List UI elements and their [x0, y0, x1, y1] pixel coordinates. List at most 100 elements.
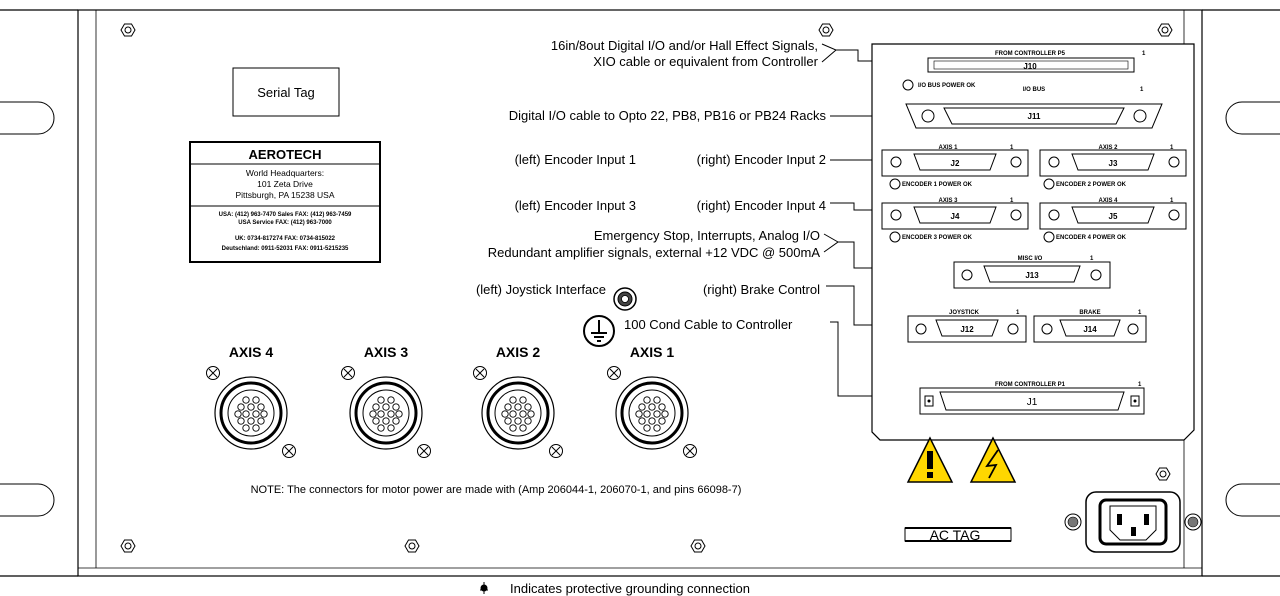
thumb-screw-icon: [607, 366, 621, 380]
connector-j1: FROM CONTROLLER P1 1 J1: [919, 382, 1145, 415]
pin: [527, 410, 535, 418]
pin: [643, 410, 651, 418]
company-address-2: Pittsburgh, PA 15238 USA: [235, 190, 334, 200]
j11-pin1: 1: [1140, 87, 1144, 93]
pin: [257, 403, 265, 411]
thumb-screw-icon: [473, 366, 487, 380]
pin: [638, 417, 646, 425]
j2-label: J2: [951, 159, 960, 168]
io-bus-power-ok: I/O BUS POWER OK: [918, 83, 976, 89]
connector-j3: AXIS 2 1 J3 ENCODER 2 POWER OK: [1039, 145, 1187, 190]
pin: [387, 396, 395, 404]
pin: [377, 424, 385, 432]
pin: [658, 403, 666, 411]
io-bus-label: I/O BUS: [1023, 87, 1045, 93]
j3-label: J3: [1109, 159, 1118, 168]
connector-j12: JOYSTICK 1 J12: [907, 310, 1027, 343]
motor-connectors: [206, 366, 697, 458]
thumb-screw-icon: [206, 366, 220, 380]
company-de: Deutschland: 0911-52031 FAX: 0911-521523…: [222, 246, 349, 252]
company-name: AEROTECH: [249, 147, 322, 162]
pin: [504, 403, 512, 411]
pin: [648, 403, 656, 411]
io-bus-led-icon: [902, 79, 914, 91]
led-icon: [1043, 178, 1055, 190]
pin: [382, 417, 390, 425]
pin: [504, 417, 512, 425]
led-icon: [889, 231, 901, 243]
joystick-round-connector: [613, 287, 637, 311]
motor-connector: [206, 366, 296, 458]
callout-enc1: (left) Encoder Input 1: [515, 152, 636, 167]
j4-label: J4: [951, 212, 960, 221]
callout-redundant: Redundant amplifier signals, external +1…: [488, 245, 821, 260]
company-uk: UK: 0734-817274 FAX: 0734-815022: [235, 236, 336, 242]
ac-power-inlet: [1064, 491, 1202, 553]
j2-pin1: 1: [1010, 145, 1014, 151]
thumb-screw-icon: [683, 444, 697, 458]
motor-connector: [473, 366, 563, 458]
callout-digital-io-2: XIO cable or equivalent from Controller: [593, 54, 818, 69]
enc3-power-ok: ENCODER 3 POWER OK: [902, 235, 973, 241]
pin: [638, 403, 646, 411]
pin: [524, 417, 532, 425]
j13-pin1: 1: [1090, 256, 1094, 262]
connector-j11: I/O BUS POWER OK I/O BUS 1 J11: [902, 79, 1163, 129]
thumb-screw-icon: [417, 444, 431, 458]
pin: [372, 417, 380, 425]
pin: [252, 396, 260, 404]
pin: [382, 403, 390, 411]
callout-joystick: (left) Joystick Interface: [476, 282, 606, 297]
led-icon: [1043, 231, 1055, 243]
j14-header: BRAKE: [1079, 310, 1100, 316]
j1-header: FROM CONTROLLER P1: [995, 382, 1066, 388]
j4-axis-label: AXIS 3: [938, 198, 958, 204]
motor-axis-labels: AXIS 4 AXIS 3 AXIS 2 AXIS 1: [229, 344, 675, 360]
pin: [635, 410, 643, 418]
j5-axis-label: AXIS 4: [1098, 198, 1118, 204]
pin: [658, 417, 666, 425]
company-usa-1: USA: (412) 963-7470 Sales FAX: (412) 963…: [219, 212, 352, 218]
ground-marker-icon: [480, 582, 488, 594]
inlet-screw-icon: [1064, 513, 1082, 531]
warning-icon: [906, 436, 954, 483]
pin: [392, 403, 400, 411]
pin: [242, 396, 250, 404]
connector-j10: FROM CONTROLLER P5 1 J10: [927, 51, 1146, 73]
enc4-power-ok: ENCODER 4 POWER OK: [1056, 235, 1127, 241]
company-hq-title: World Headquarters:: [246, 168, 324, 178]
callout-digital-io-1: 16in/8out Digital I/O and/or Hall Effect…: [551, 38, 818, 53]
callouts: 16in/8out Digital I/O and/or Hall Effect…: [476, 38, 827, 332]
pin: [237, 403, 245, 411]
callout-cable100: 100 Cond Cable to Controller: [624, 317, 793, 332]
pin: [252, 410, 260, 418]
pin: [519, 410, 527, 418]
callout-enc3: (left) Encoder Input 3: [515, 198, 636, 213]
j10-pin1: 1: [1142, 51, 1146, 57]
pin: [643, 424, 651, 432]
j10-header: FROM CONTROLLER P5: [995, 51, 1066, 57]
pin: [234, 410, 242, 418]
company-usa-2: USA Service FAX: (412) 963-7000: [238, 220, 332, 226]
j2-axis-label: AXIS 1: [938, 145, 958, 151]
serial-tag: Serial Tag: [232, 67, 340, 117]
pin: [260, 410, 268, 418]
j5-pin1: 1: [1170, 198, 1174, 204]
motor-axis-4-label: AXIS 4: [229, 344, 274, 360]
led-icon: [889, 178, 901, 190]
j3-axis-label: AXIS 2: [1098, 145, 1118, 151]
pin: [653, 424, 661, 432]
connector-j14: BRAKE 1 J14: [1033, 310, 1147, 343]
company-label: AEROTECH World Headquarters: 101 Zeta Dr…: [189, 141, 381, 263]
pin: [247, 417, 255, 425]
legend: Indicates protective grounding connectio…: [480, 581, 750, 596]
motor-axis-2-label: AXIS 2: [496, 344, 541, 360]
connector-plate: [871, 43, 1195, 441]
ac-tag: AC TAG: [904, 527, 1012, 543]
hex-screw-icon: [1155, 467, 1171, 481]
electrical-hazard-icon: [969, 436, 1017, 483]
thumb-screw-icon: [282, 444, 296, 458]
j1-label: J1: [1027, 397, 1038, 408]
pin: [377, 396, 385, 404]
pin: [252, 424, 260, 432]
